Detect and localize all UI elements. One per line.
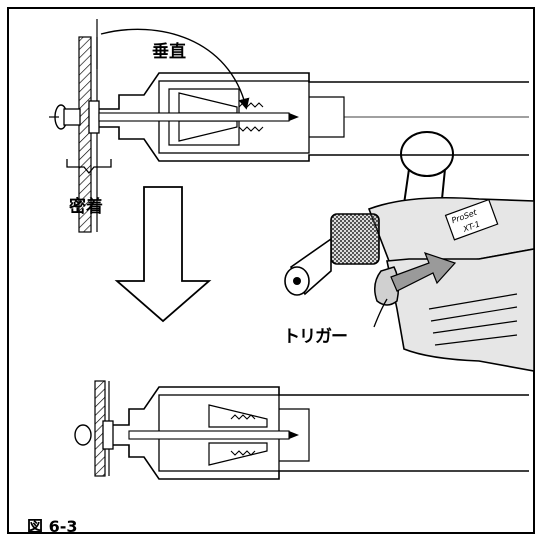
figure-frame: ProSet XT-1 垂直 密着 トリガー 図 6-3: [7, 7, 535, 536]
vertical-label: 垂直: [152, 42, 186, 62]
diagram-canvas: ProSet XT-1: [49, 19, 535, 480]
nosepiece-section-after: [74, 380, 529, 480]
rivet-tool-illustration: ProSet XT-1: [284, 131, 535, 372]
figure-caption: 図 6-3: [27, 517, 78, 536]
process-down-arrow: [114, 186, 212, 323]
nosepiece-section-before: [49, 19, 529, 233]
sealed-label: 密着: [69, 197, 103, 217]
trigger-label: トリガー: [283, 327, 348, 347]
